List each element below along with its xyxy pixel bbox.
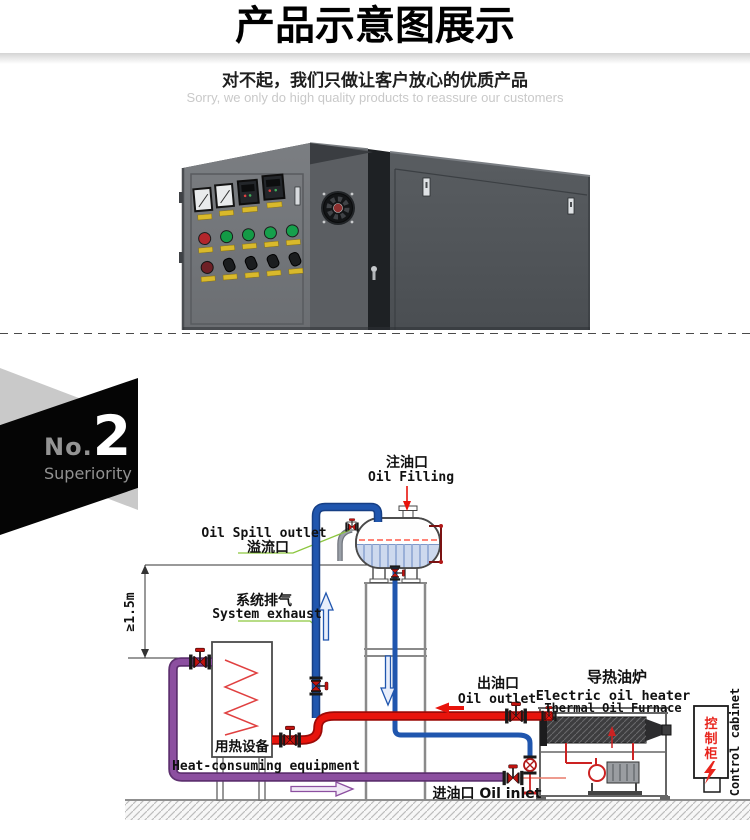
subtitle-cn: 对不起，我们只做让客户放心的优质产品 — [222, 71, 528, 91]
electric-oil-heater-unit — [536, 707, 672, 800]
panel-door-latch — [294, 186, 301, 206]
page-title: 产品示意图展示 — [235, 3, 515, 49]
heater-label-en: Electric oil heater — [536, 688, 690, 704]
oil-outlet-label-cn: 出油口 — [477, 675, 519, 692]
pipes — [168, 502, 566, 782]
cooling-fan-icon — [321, 191, 355, 225]
panel-knobs — [200, 252, 302, 274]
subtitle-en: Sorry, we only do high quality products … — [186, 90, 564, 105]
product-photo — [179, 142, 591, 330]
circulation-pump — [565, 726, 642, 795]
oil-spill-label-en: Oil Spill outlet — [201, 526, 326, 541]
heater-vessel — [540, 714, 672, 746]
heater-label-en2: Thermal Oil Furnace — [544, 701, 681, 715]
control-cabinet-char: 柜 — [703, 746, 717, 762]
return-flow-arrow — [290, 781, 355, 797]
expansion-tank — [346, 505, 443, 583]
dimension-arrow-down — [141, 649, 149, 658]
system-exhaust-label-cn: 系统排气 — [236, 592, 292, 609]
exhaust-up-arrow — [318, 591, 334, 641]
dimension-arrow-up — [141, 565, 149, 574]
cabinet-gap — [368, 149, 390, 330]
heat-equipment-label-cn: 用热设备 — [215, 738, 269, 755]
oil-outlet-label-en: Oil outlet — [458, 692, 536, 707]
heater-label-cn: 导热油炉 — [587, 668, 647, 686]
badge-prefix: No. — [44, 433, 93, 461]
level-gauge — [429, 524, 443, 564]
make-up-pipe — [392, 567, 533, 756]
inlet-strainer — [523, 755, 537, 795]
title-shadow-band — [0, 53, 750, 64]
door-latch — [422, 177, 431, 197]
panel-name-tags — [197, 201, 304, 283]
lightning-icon — [704, 761, 716, 784]
flow-down-arrow — [380, 655, 396, 707]
oil-filling-label-en: Oil Filling — [368, 470, 454, 485]
heater-main-body — [389, 151, 591, 330]
heating-coil-zigzag — [223, 659, 260, 736]
dashed-divider — [0, 333, 750, 334]
min-height-label: ≥1.5m — [123, 592, 138, 631]
panel-pushbuttons — [198, 224, 299, 246]
diagram-labels: 注油口 Oil Filling Oil Spill outlet 溢流口 系统排… — [172, 454, 742, 802]
oil-filling-arrow — [403, 486, 411, 511]
control-cabinet-label-en: Control cabinet — [728, 688, 742, 796]
control-cabinet-char: 制 — [704, 731, 717, 747]
control-cabinet-char: 控 — [704, 716, 717, 732]
oil-inlet-label: 进油口 Oil inlet — [433, 785, 542, 802]
spill-drain-pipe — [337, 527, 353, 561]
valve — [501, 763, 525, 787]
thermal-oil-system-diagram: ≥1.5m — [123, 454, 750, 820]
door-latch — [567, 197, 575, 215]
control-panel — [179, 143, 310, 330]
heat-equipment-label-en: Heat-consuming equipment — [172, 759, 360, 774]
ground-hatching — [125, 799, 750, 820]
oil-filling-label-cn: 注油口 — [386, 454, 428, 471]
dimension-lines — [128, 564, 371, 659]
control-cabinet: 控 制 柜 — [693, 705, 729, 793]
superiority-badge: No.2 Superiority — [0, 368, 140, 538]
badge-number: 2 — [92, 404, 131, 468]
oil-spill-label-cn: 溢流口 — [247, 539, 289, 556]
supply-flow-arrow — [435, 702, 464, 714]
tank-oil-level — [356, 544, 440, 568]
system-exhaust-label-en: System exhaust — [212, 607, 322, 622]
badge-caption: Superiority — [44, 464, 132, 483]
panel-meters — [192, 173, 286, 213]
key-lock — [371, 266, 377, 272]
fan-side-panel — [309, 142, 369, 330]
